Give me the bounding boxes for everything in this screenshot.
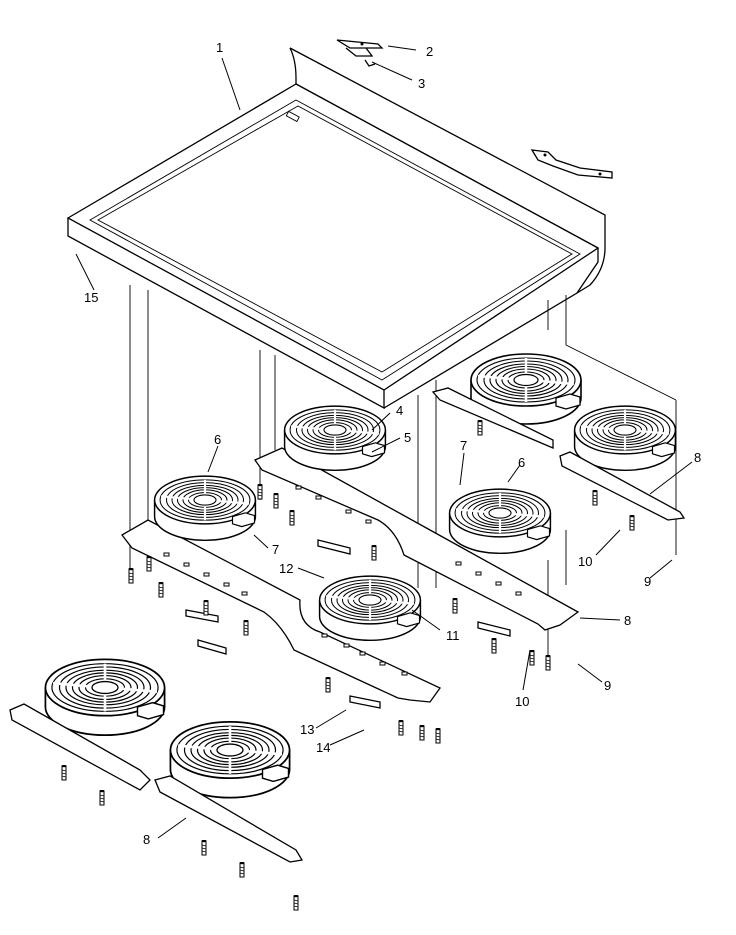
callout-8-right: 8	[694, 450, 701, 465]
burner-surface-element-right-middle	[448, 487, 552, 555]
callout-1: 1	[216, 40, 223, 55]
burner-surface-element-center-front	[318, 574, 422, 642]
callout-7-left: 7	[272, 542, 279, 557]
support-bar	[9, 387, 686, 863]
clip-13	[185, 539, 511, 709]
callout-13: 13	[300, 722, 314, 737]
callout-5: 5	[404, 430, 411, 445]
callout-labels: 1 2 3 4 5 6 6 7 7 8 8 8 9 9 10 10 11 12 …	[84, 40, 701, 847]
callout-8-lower: 8	[143, 832, 150, 847]
callout-14: 14	[316, 740, 330, 755]
burner-surface-element-front-left	[153, 474, 257, 542]
leader-lines	[75, 45, 693, 839]
callout-10-upper: 10	[578, 554, 592, 569]
callout-7-right: 7	[460, 438, 467, 453]
burner-surface-element-center-back	[283, 404, 387, 472]
callout-12: 12	[279, 561, 293, 576]
cooktop-glass-top	[66, 47, 606, 410]
callout-3: 3	[418, 76, 425, 91]
callout-2: 2	[426, 44, 433, 59]
hinge-bracket-left	[336, 39, 384, 67]
callout-11: 11	[446, 628, 460, 643]
callout-6-right: 6	[518, 455, 525, 470]
plate-slots	[163, 485, 522, 676]
callout-9-upper: 9	[644, 574, 651, 589]
callout-4: 4	[396, 403, 403, 418]
burner-surface-element-lower-left	[44, 657, 166, 737]
burner-surface-element-far-right	[573, 404, 677, 472]
callout-15: 15	[84, 290, 98, 305]
alignment-lines	[129, 285, 677, 665]
hinge-bracket-right	[530, 149, 613, 179]
callout-9-lower: 9	[604, 678, 611, 693]
callout-10-lower: 10	[515, 694, 529, 709]
callout-8-center: 8	[624, 613, 631, 628]
callout-6-left: 6	[214, 432, 221, 447]
